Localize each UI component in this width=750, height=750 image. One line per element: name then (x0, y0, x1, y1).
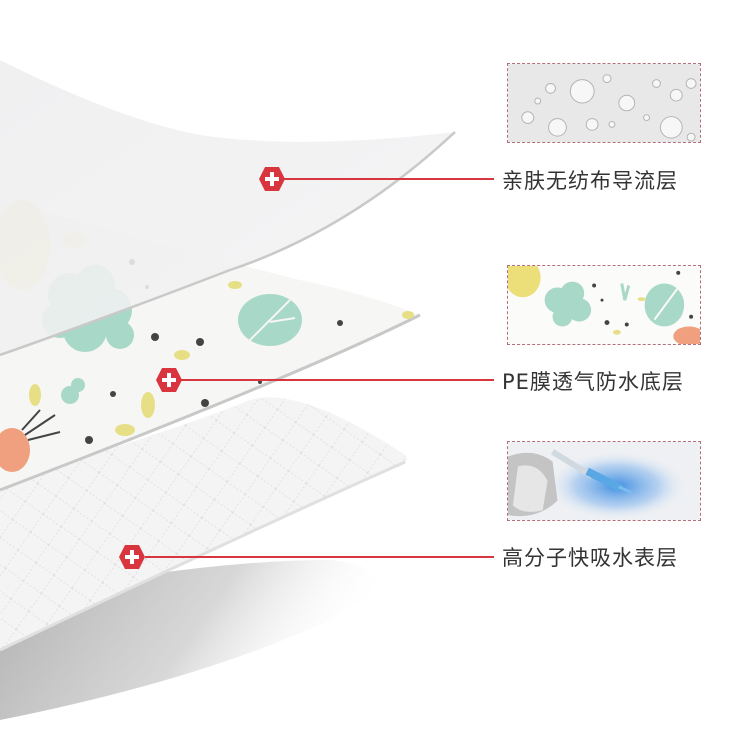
thumb-dropper-absorption (507, 441, 701, 521)
label-bottom-layer: 高分子快吸水表层 (502, 546, 678, 570)
label-top-layer: 亲肤无纺布导流层 (502, 169, 678, 193)
callout-line-top (284, 178, 494, 180)
plus-hexagon-icon[interactable] (155, 367, 183, 393)
callout-line-bottom (145, 556, 494, 558)
thumb-water-droplets (507, 63, 701, 143)
plus-hexagon-icon[interactable] (118, 544, 146, 570)
callout-line-middle (180, 379, 494, 381)
plus-hexagon-icon[interactable] (258, 166, 286, 192)
bottom-absorbent-sheet (0, 397, 407, 652)
top-nonwoven-sheet (0, 60, 456, 357)
label-middle-layer: PE膜透气防水底层 (502, 370, 684, 394)
thumb-vegetable-pattern (507, 265, 701, 345)
